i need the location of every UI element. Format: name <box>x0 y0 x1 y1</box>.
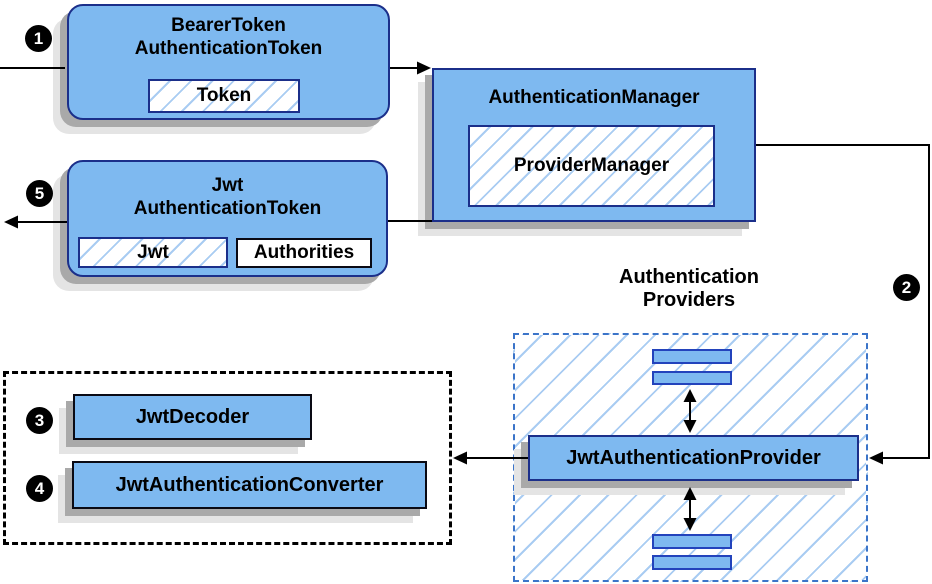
node-jwt-authentication-token: Jwt AuthenticationToken Jwt Authorities <box>67 160 388 277</box>
provider-placeholder-bar <box>652 534 732 549</box>
arrowhead-provider-to-tools <box>453 451 467 465</box>
token-label: Token <box>196 85 252 106</box>
node-token: Token <box>148 79 300 113</box>
node-jwt: Jwt <box>78 237 228 268</box>
arrowhead-jwt-token-out <box>4 215 18 229</box>
step-2-badge: 2 <box>893 274 920 301</box>
bearer-token-title-line2: AuthenticationToken <box>134 38 323 59</box>
node-authentication-manager: AuthenticationManager ProviderManager <box>432 68 756 222</box>
arrowhead-bearer-to-manager <box>417 61 431 75</box>
step-4-badge: 4 <box>26 475 53 502</box>
authentication-providers-label-line2: Providers <box>642 289 736 311</box>
node-bearer-token-authentication-token: BearerToken AuthenticationToken Token <box>67 4 390 120</box>
node-jwt-authentication-provider: JwtAuthenticationProvider <box>528 435 859 481</box>
authorities-label: Authorities <box>253 242 355 263</box>
provider-placeholder-bar <box>652 371 732 385</box>
authentication-providers-label: Authentication Providers <box>569 266 809 312</box>
jwt-authentication-provider-label: JwtAuthenticationProvider <box>566 446 821 469</box>
bearer-token-title: BearerToken AuthenticationToken <box>69 14 388 60</box>
node-jwt-authentication-converter: JwtAuthenticationConverter <box>72 461 427 509</box>
jwt-token-title-line1: Jwt <box>211 175 244 196</box>
node-provider-manager: ProviderManager <box>468 125 715 207</box>
jwt-decoder-label: JwtDecoder <box>135 405 250 428</box>
arrowhead-manager-to-provider <box>869 451 883 465</box>
authentication-manager-title-text: AuthenticationManager <box>488 87 700 108</box>
authentication-providers-label-line1: Authentication <box>619 266 759 288</box>
step-1-badge: 1 <box>25 25 52 52</box>
step-5-badge: 5 <box>26 180 53 207</box>
provider-manager-label: ProviderManager <box>513 155 670 176</box>
node-jwt-decoder: JwtDecoder <box>73 394 312 440</box>
jwt-token-title-line2: AuthenticationToken <box>133 198 322 219</box>
jwt-tools-group <box>3 371 452 545</box>
authentication-manager-title: AuthenticationManager <box>434 86 754 109</box>
step-3-badge: 3 <box>26 407 53 434</box>
jwt-authentication-token-title: Jwt AuthenticationToken <box>69 174 386 220</box>
bearer-token-title-line1: BearerToken <box>171 15 286 36</box>
node-authorities: Authorities <box>236 238 372 268</box>
jwt-authentication-converter-label: JwtAuthenticationConverter <box>115 473 384 496</box>
provider-placeholder-bar <box>652 555 732 570</box>
jwt-label: Jwt <box>137 241 169 263</box>
provider-placeholder-bar <box>652 349 732 364</box>
